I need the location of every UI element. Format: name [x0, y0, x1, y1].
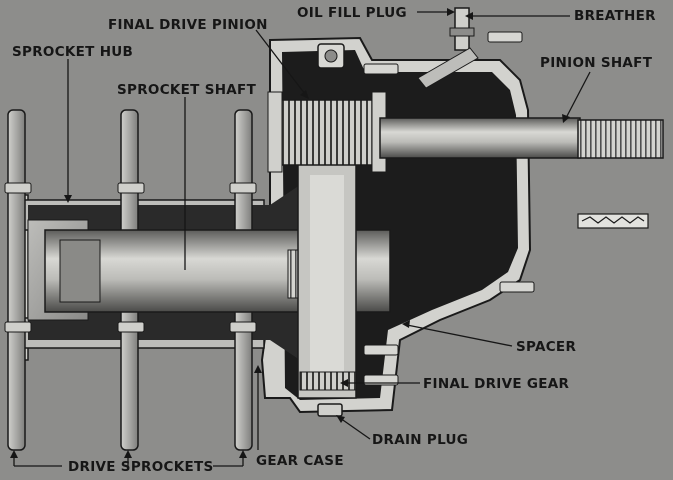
pinion-shaft-label: PINION SHAFT	[540, 55, 653, 71]
breather-label: BREATHER	[574, 8, 656, 24]
sprocket-shaft-label: SPROCKET SHAFT	[117, 82, 257, 98]
pinion-shaft	[379, 117, 664, 159]
drive-sprockets-label: DRIVE SPROCKETS	[68, 459, 214, 475]
gear-case-label: GEAR CASE	[256, 453, 344, 469]
oil-fill-plug-part	[317, 43, 345, 69]
spacer-label: SPACER	[516, 339, 577, 355]
sprocket-hub-label: SPROCKET HUB	[12, 44, 134, 60]
final-drive-pinion	[267, 91, 387, 173]
drain-plug-label: DRAIN PLUG	[372, 432, 469, 448]
drain-plug-part	[317, 403, 343, 417]
leader-lines	[10, 8, 591, 467]
breather-part	[417, 7, 479, 89]
final-drive-gear-label: FINAL DRIVE GEAR	[423, 376, 570, 392]
final-drive-pinion-label: FINAL DRIVE PINION	[108, 17, 268, 33]
scale-strip	[577, 213, 649, 229]
hub-bolts	[4, 182, 257, 333]
oil-fill-plug-label: OIL FILL PLUG	[297, 5, 407, 21]
final-drive-gear	[297, 159, 357, 399]
drive-sprocket-1	[7, 109, 26, 451]
